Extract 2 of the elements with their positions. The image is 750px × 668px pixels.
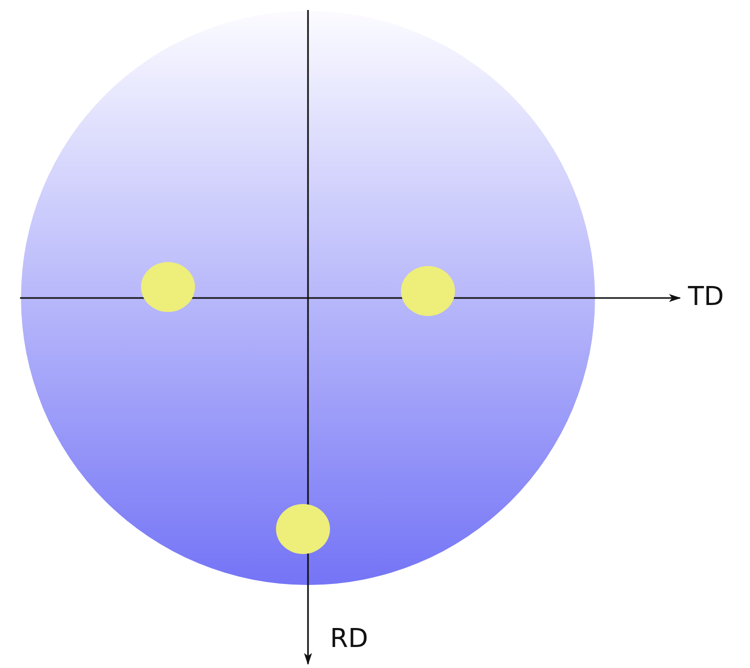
axis-label: RD — [330, 626, 368, 652]
axis-label: TD — [688, 284, 724, 310]
